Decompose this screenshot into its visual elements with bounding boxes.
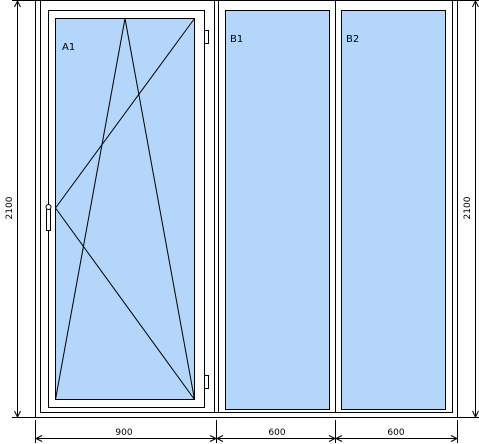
- opening-lines-a1: [55, 18, 195, 400]
- width-label-b2: 600: [387, 428, 404, 438]
- height-dimension-right: [458, 0, 479, 419]
- tilt-line-right: [124, 18, 195, 400]
- glass-pane-b1: [225, 10, 330, 410]
- width-label-a1: 900: [115, 428, 132, 438]
- height-dimension-left: [12, 0, 35, 419]
- height-label-left: 2100: [5, 196, 15, 219]
- glass-pane-a1: [55, 18, 195, 400]
- height-label-right: 2100: [463, 196, 473, 219]
- window-handle-icon: [45, 204, 52, 231]
- turn-line-top: [55, 18, 195, 209]
- pane-label-a1: A1: [62, 42, 75, 53]
- width-dimension: [34, 420, 459, 443]
- hinge-icon: [204, 30, 209, 44]
- pane-label-b1: B1: [230, 34, 243, 45]
- width-label-b1: 600: [268, 428, 285, 438]
- tilt-line-left: [55, 18, 126, 400]
- glass-pane-b2: [341, 10, 446, 410]
- hinge-icon: [204, 375, 209, 389]
- turn-line-bottom: [55, 207, 195, 400]
- pane-label-b2: B2: [346, 34, 359, 45]
